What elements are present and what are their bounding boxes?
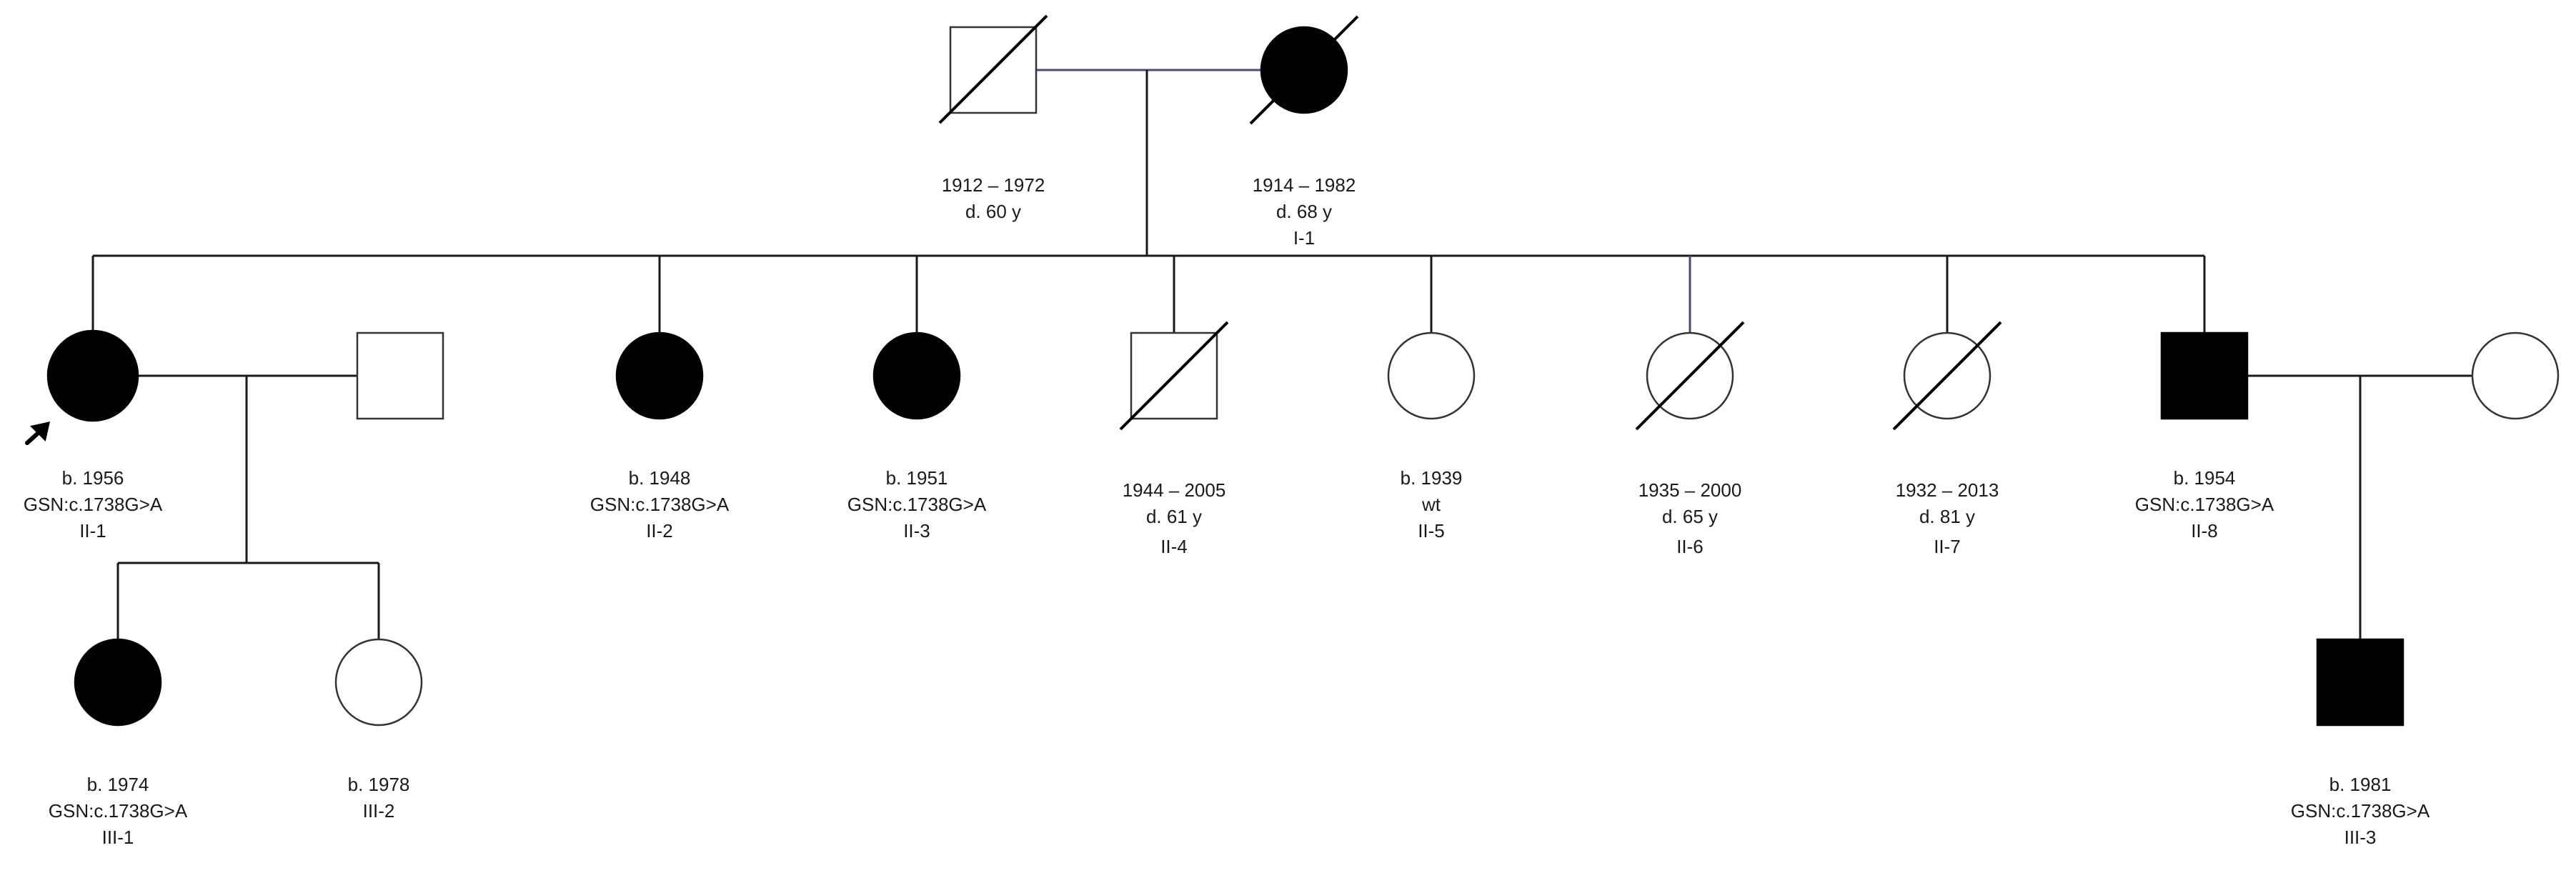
label-iii-1-id: III-1 [102, 827, 134, 848]
label-ii-6-dates: 1935 – 2000 [1638, 479, 1742, 501]
male-affected-symbol-ii-8 [2160, 331, 2249, 420]
deceased-slash-i-1 [1249, 15, 1359, 125]
deceased-slash-ii-4 [1119, 321, 1229, 431]
label-ii-1-genotype: GSN:c.1738G>A [24, 494, 163, 515]
proband-arrow-icon [25, 421, 50, 445]
deceased-slash-ii-6 [1635, 321, 1745, 431]
label-iii-3-genotype: GSN:c.1738G>A [2291, 800, 2430, 822]
label-gen-1-father-dates: 1912 – 1972 [942, 174, 1045, 196]
label-ii-2-genotype: GSN:c.1738G>A [590, 494, 730, 515]
male-affected-symbol-iii-3 [2316, 638, 2405, 727]
label-iii-3-birth: b. 1981 [2329, 774, 2392, 795]
label-ii-6-death: d. 65 y [1662, 506, 1718, 527]
label-ii-4-death: d. 61 y [1146, 506, 1202, 527]
label-ii-7-death: d. 81 y [1919, 506, 1975, 527]
pedigree-lines [91, 69, 2472, 639]
label-iii-2-birth: b. 1978 [348, 774, 410, 795]
label-iii-2-id: III-2 [363, 800, 395, 822]
pedigree-labels: 1912 – 1972 d. 60 y 1914 – 1982 d. 68 y … [24, 174, 2430, 848]
label-gen-1-father-death: d. 60 y [965, 201, 1021, 222]
label-ii-8-id: II-8 [2191, 520, 2218, 542]
female-symbol-ii-8-spouse [2471, 331, 2560, 420]
label-ii-7-id: II-7 [1934, 536, 1961, 557]
label-ii-5-genotype: wt [1421, 494, 1441, 515]
label-i-1-id: I-1 [1293, 227, 1315, 249]
female-affected-symbol-ii-3 [872, 331, 961, 420]
female-affected-symbol-ii-1 [46, 329, 139, 422]
label-ii-8-genotype: GSN:c.1738G>A [2135, 494, 2274, 515]
label-ii-5-id: II-5 [1418, 520, 1445, 542]
label-iii-1-genotype: GSN:c.1738G>A [49, 800, 188, 822]
male-symbol-ii-1-spouse [356, 331, 444, 420]
female-symbol-iii-2 [334, 638, 423, 727]
female-symbol-ii-5 [1387, 331, 1476, 420]
label-ii-3-id: II-3 [903, 520, 930, 542]
label-ii-1-id: II-1 [79, 520, 106, 542]
deceased-slash-ii-7 [1892, 321, 2002, 431]
label-iii-1-birth: b. 1974 [87, 774, 149, 795]
label-i-1-dates: 1914 – 1982 [1253, 174, 1356, 196]
label-ii-5-birth: b. 1939 [1401, 467, 1463, 489]
pedigree-symbols [46, 14, 2560, 727]
label-i-1-death: d. 68 y [1276, 201, 1332, 222]
label-ii-1-birth: b. 1956 [62, 467, 124, 489]
label-ii-2-id: II-2 [646, 520, 673, 542]
label-ii-6-id: II-6 [1676, 536, 1704, 557]
label-ii-3-genotype: GSN:c.1738G>A [847, 494, 987, 515]
female-affected-symbol-ii-2 [615, 331, 704, 420]
label-ii-7-dates: 1932 – 2013 [1896, 479, 1999, 501]
label-ii-4-dates: 1944 – 2005 [1123, 479, 1226, 501]
label-ii-2-birth: b. 1948 [629, 467, 691, 489]
deceased-slash-gen-1-father [938, 14, 1048, 124]
label-iii-3-id: III-3 [2344, 827, 2377, 848]
label-ii-8-birth: b. 1954 [2174, 467, 2236, 489]
label-ii-3-birth: b. 1951 [886, 467, 948, 489]
label-ii-4-id: II-4 [1160, 536, 1188, 557]
female-affected-symbol-iii-1 [74, 638, 162, 727]
